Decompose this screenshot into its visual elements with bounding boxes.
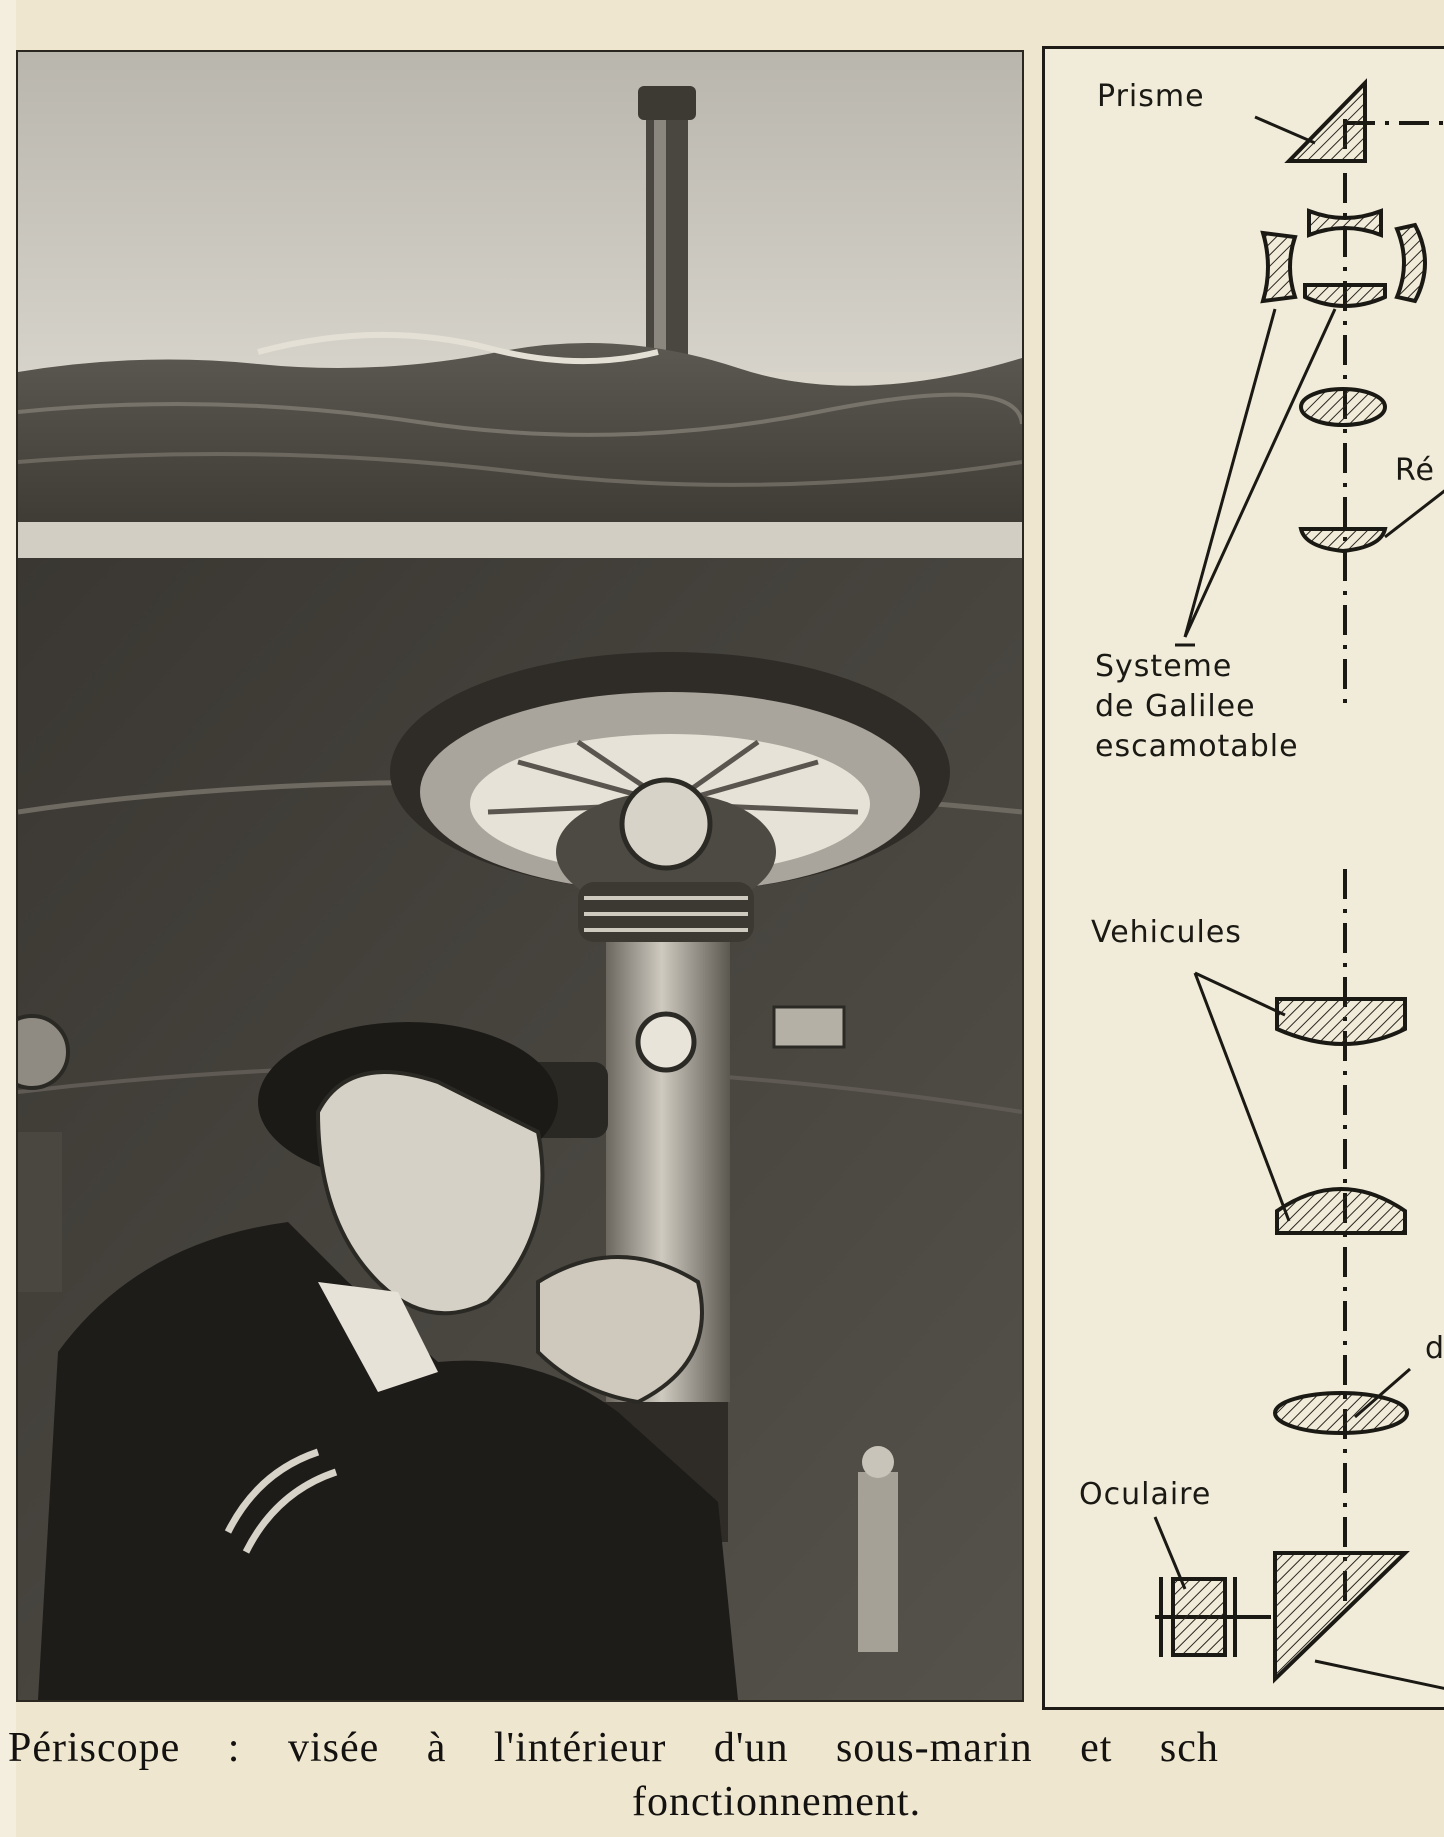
page-margin [0,0,16,1837]
label-galilee-line2: de Galilee [1095,689,1256,724]
label-galilee-line1: Systeme [1095,649,1233,684]
caption-line-2: fonctionnement. [632,1779,922,1825]
label-cut-right-1: Ré [1395,453,1435,488]
label-oculaire: Oculaire [1079,1477,1212,1512]
label-galilee-line3: escamotable [1095,729,1299,764]
figure-caption: Périscope : visée à l'intérieur d'un sou… [0,1718,1444,1837]
submarine-periscope-illustration [18,52,1022,1700]
label-vehicules: Vehicules [1091,915,1242,950]
label-cut-right-2: d [1425,1331,1444,1366]
periscope-illustration [16,50,1024,1702]
label-prisme: Prisme [1097,79,1205,114]
optical-diagram: Prisme Ré Systeme de Galilee escamotable… [1042,46,1444,1710]
caption-line-1: Périscope : visée à l'intérieur d'un sou… [8,1725,1219,1771]
top-prism [1284,78,1367,163]
